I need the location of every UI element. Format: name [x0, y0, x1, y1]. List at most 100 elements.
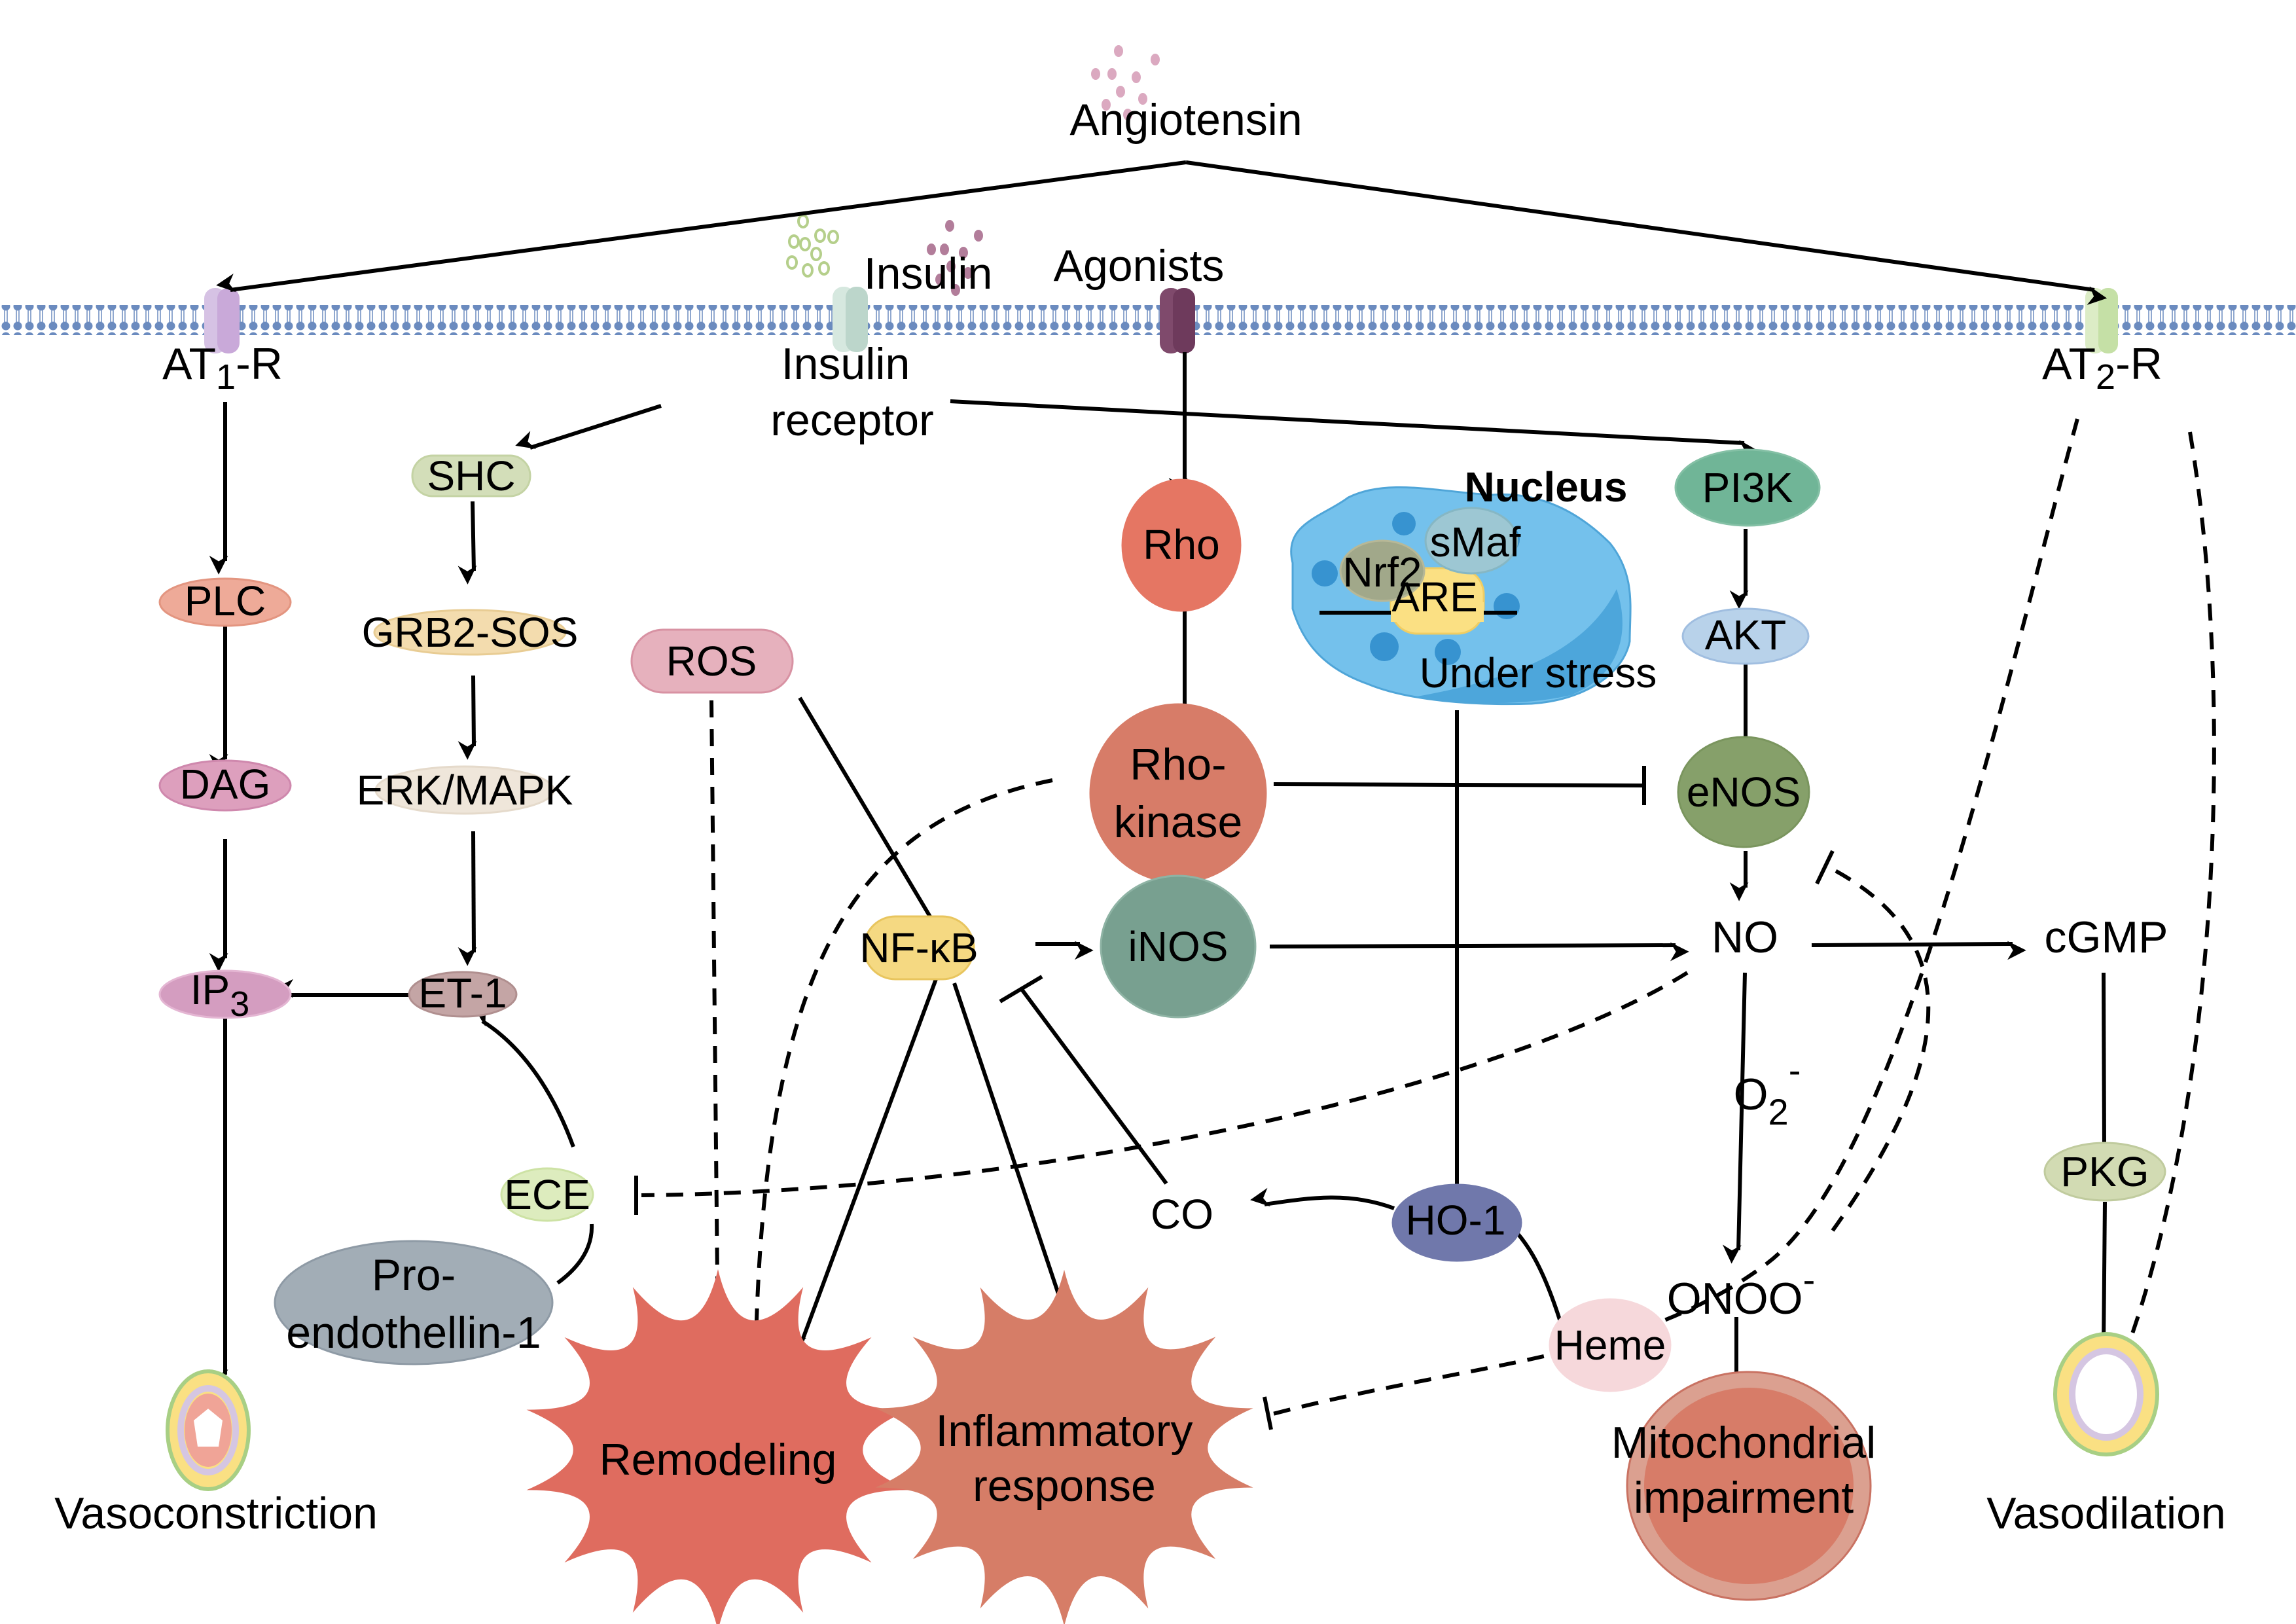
molecule-dot: [1116, 86, 1125, 98]
molecule-dot: [1107, 68, 1117, 80]
edge-no-cgmp: [1811, 941, 2026, 960]
svg-text:GRB2-SOS: GRB2-SOS: [362, 609, 579, 656]
edge-ho1-co: [1250, 1187, 1395, 1210]
molecule-dot: [1138, 93, 1147, 105]
node-onoo-peroxynitrite[interactable]: ONOO-: [1667, 1259, 1815, 1324]
edge-at2r-vasodilation: [2113, 431, 2216, 1360]
edge-onoo-inhibits-enos: [1831, 867, 1931, 1232]
node-enos[interactable]: eNOS: [1677, 736, 1810, 848]
node-et1[interactable]: ET-1: [408, 969, 518, 1018]
inflammatory-burst-shape: [875, 1269, 1253, 1624]
node-ece[interactable]: ECE: [500, 1167, 594, 1222]
node-ros[interactable]: ROS: [630, 628, 794, 694]
edge-inos-no: [1269, 942, 1689, 962]
node-no[interactable]: NO: [1712, 912, 1778, 962]
molecule-dot: [959, 247, 968, 259]
agonist-receptor-icon: [1160, 288, 1195, 353]
svg-text:PLC: PLC: [185, 577, 266, 624]
svg-text:response: response: [973, 1461, 1156, 1511]
molecule-dot: [1123, 109, 1132, 120]
node-plc[interactable]: PLC: [158, 577, 292, 627]
node-co[interactable]: CO: [1151, 1191, 1213, 1238]
node-rho[interactable]: Rho: [1121, 478, 1242, 612]
edge-no-onoo: [1722, 972, 1747, 1264]
svg-text:PKG: PKG: [2060, 1148, 2149, 1195]
node-erk-mapk[interactable]: ERK/MAPK: [357, 765, 573, 815]
nucleus[interactable]: Nucleus sMaf Nrf2 ARE Under stress: [1290, 463, 1657, 706]
node-heme[interactable]: Heme: [1549, 1298, 1672, 1392]
inflammatory-response-burst[interactable]: Inflammatory response: [875, 1269, 1253, 1624]
node-pro-endothelin[interactable]: Pro- endothellin-1: [274, 1240, 554, 1365]
edge-shc-grb2: [457, 501, 477, 585]
node-ip3[interactable]: IP3: [158, 966, 292, 1024]
node-pkg[interactable]: PKG: [2043, 1142, 2166, 1202]
edge-ece-et1-curve: [474, 1008, 575, 1148]
svg-text:impairment: impairment: [1634, 1473, 1854, 1523]
svg-text:ROS: ROS: [666, 638, 757, 685]
svg-text:kinase: kinase: [1114, 797, 1243, 847]
svg-text:NF-κB: NF-κB: [859, 924, 978, 971]
node-rho-kinase[interactable]: Rho- kinase: [1089, 703, 1267, 884]
svg-text:Mitochondrial: Mitochondrial: [1611, 1418, 1876, 1468]
molecule-dot: [818, 261, 830, 276]
node-cgmp[interactable]: cGMP: [2045, 912, 2168, 962]
node-o2-superoxide[interactable]: O2-: [1734, 1049, 1801, 1132]
svg-text:Rho-: Rho-: [1130, 740, 1226, 789]
svg-text:ERK/MAPK: ERK/MAPK: [357, 767, 573, 814]
svg-text:endothellin-1: endothellin-1: [286, 1308, 541, 1358]
node-nrf2[interactable]: [1339, 539, 1426, 602]
molecule-dot: [802, 263, 814, 278]
edge-pkg-vasodilation: [2087, 1201, 2107, 1362]
nrf2-label: Nrf2: [1343, 549, 1422, 596]
molecule-dot: [786, 255, 798, 270]
edge-onoo-inhibits-enos-bar: [1815, 850, 1835, 885]
molecule-dot: [935, 274, 944, 285]
nucleus-title: Nucleus: [1465, 463, 1628, 511]
agonists-label: Agonists: [1054, 241, 1225, 291]
nucleus-shadow: [1414, 589, 1623, 704]
vasodilation-label: Vasodilation: [1986, 1489, 2225, 1538]
edge-angiotensin-at1r: [216, 160, 1187, 293]
smaf-label: sMaf: [1430, 518, 1521, 566]
nucleus-spot: [1435, 639, 1461, 665]
angiotensin-label: Angiotensin: [1069, 95, 1302, 145]
nucleus-spot: [1392, 512, 1416, 535]
node-smaf[interactable]: [1424, 507, 1518, 575]
agonist-molecules-icon: [927, 220, 983, 296]
node-nfkb[interactable]: NF-κB: [859, 915, 978, 981]
insulin-receptor-label-line2: receptor: [770, 395, 933, 445]
molecule-dot: [1114, 45, 1123, 57]
edge-erk-et1: [457, 831, 477, 966]
insulin-label: Insulin: [864, 249, 993, 298]
node-grb2-sos[interactable]: GRB2-SOS: [362, 609, 579, 656]
svg-text:SHC: SHC: [427, 452, 515, 499]
svg-text:DAG: DAG: [180, 761, 271, 808]
molecule-dot: [814, 228, 826, 243]
edge-co-inhibits-nfkb: [1019, 987, 1168, 1185]
node-ho1[interactable]: HO-1: [1391, 1183, 1522, 1262]
molecule-dot: [927, 244, 936, 255]
mitochondrial-impairment[interactable]: Mitochondrial impairment: [1611, 1371, 1876, 1601]
svg-text:Inflammatory: Inflammatory: [936, 1406, 1193, 1456]
are-label: ARE: [1391, 573, 1478, 621]
svg-text:Remodeling: Remodeling: [600, 1435, 837, 1485]
node-dag[interactable]: DAG: [158, 759, 292, 812]
edge-grb2-erk: [457, 675, 477, 760]
svg-text:IP3: IP3: [190, 966, 250, 1024]
edge-angiotensin-at2r: [1185, 160, 2108, 305]
molecule-dot: [1091, 68, 1100, 80]
vasoconstriction-vessel-icon: [166, 1369, 251, 1491]
node-inos[interactable]: iNOS: [1100, 875, 1257, 1019]
mitochondrion-matrix: [1644, 1388, 1854, 1584]
nucleus-spot: [1312, 560, 1338, 586]
node-shc[interactable]: SHC: [411, 452, 531, 499]
node-akt[interactable]: AKT: [1681, 607, 1810, 665]
remodeling-burst[interactable]: Remodeling: [526, 1269, 910, 1624]
molecule-dot: [951, 284, 960, 296]
molecule-dot: [797, 214, 809, 228]
edge-at2r-inhibits-inflammatory: [1272, 418, 2079, 1416]
edge-no-inhibits-ece: [641, 971, 1689, 1197]
edges-dashed: [634, 418, 2216, 1430]
node-pi3k[interactable]: PI3K: [1674, 448, 1821, 527]
